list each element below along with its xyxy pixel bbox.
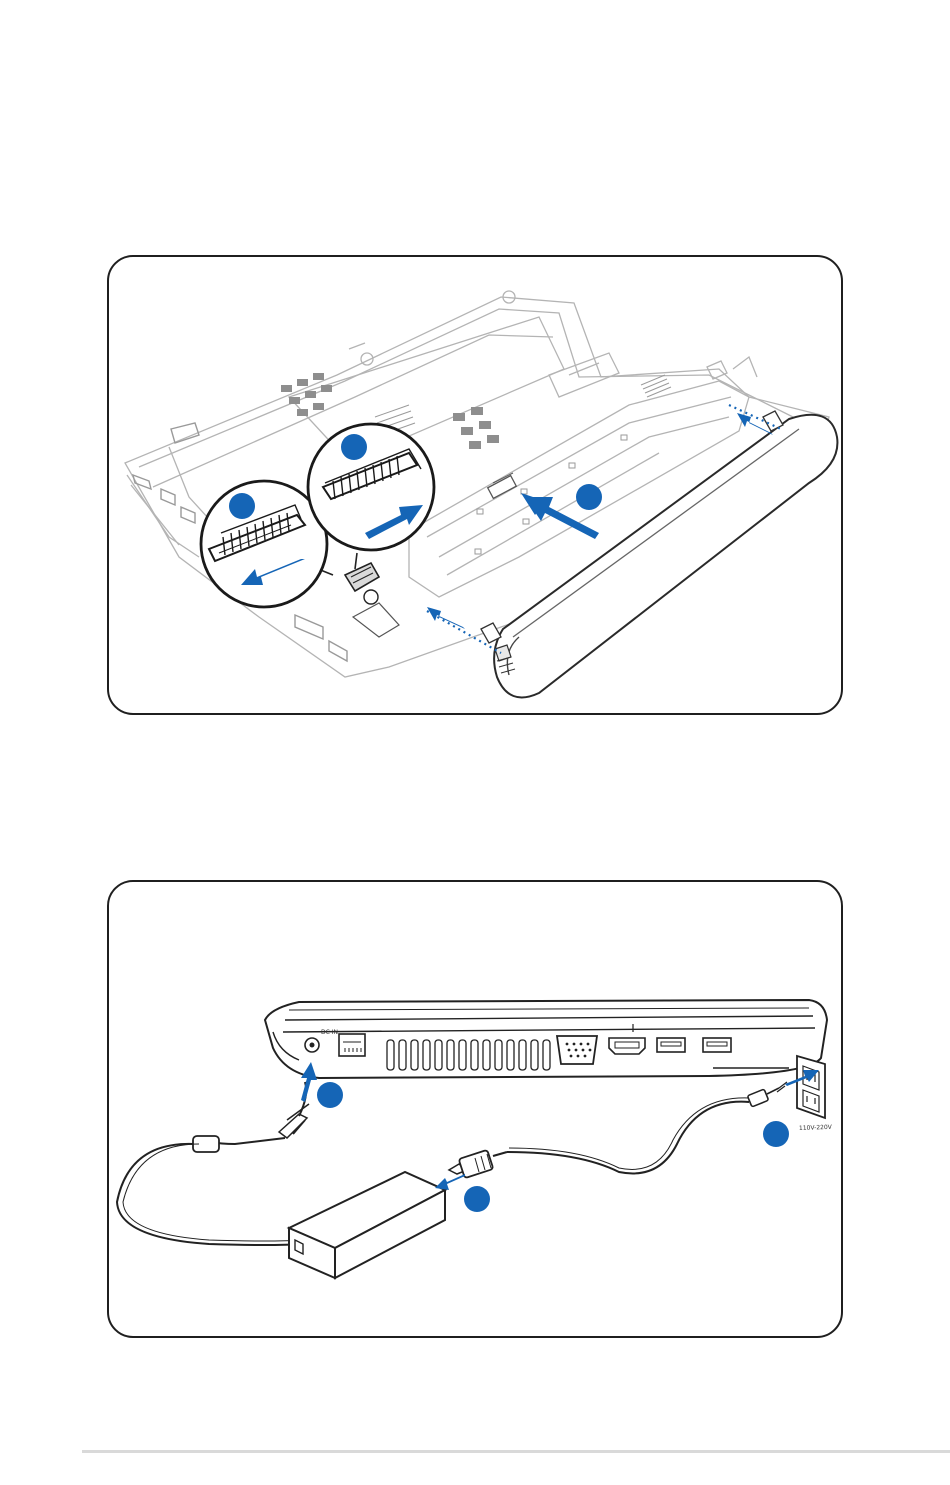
connect-arrows	[301, 1062, 819, 1190]
vent-grille-center	[453, 407, 499, 449]
dc-cable	[117, 1082, 309, 1245]
battery-installation-figure	[107, 255, 843, 715]
power-connection-figure: DC IN	[107, 880, 843, 1338]
step-marker-adapter	[464, 1186, 490, 1212]
step-marker-outlet	[763, 1121, 789, 1147]
voltage-label: 110V-220V	[799, 1124, 833, 1132]
hdmi-port	[609, 1038, 645, 1054]
wall-outlet: 110V-220V	[797, 1056, 833, 1132]
lan-port	[339, 1034, 365, 1056]
step-marker-dc	[317, 1082, 343, 1108]
power-adapter-brick	[289, 1172, 445, 1278]
battery-lock-detail	[345, 563, 399, 637]
footer-rule	[82, 1450, 950, 1453]
battery-illustration	[109, 257, 843, 715]
power-illustration: DC IN	[109, 882, 843, 1338]
step-marker-insert	[576, 484, 602, 510]
laptop-side: DC IN	[265, 1000, 827, 1078]
dc-in-label: DC IN	[321, 1029, 338, 1036]
battery-pack	[481, 411, 837, 697]
ac-cord	[449, 1082, 787, 1178]
vent-grille-right	[375, 375, 671, 435]
